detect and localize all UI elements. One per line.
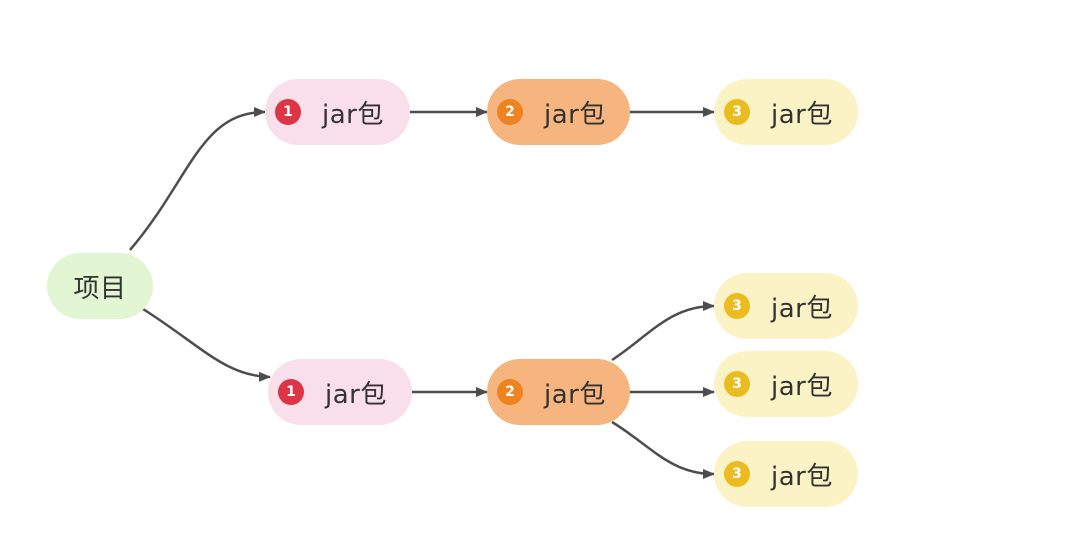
node-jar-level3-bottom-middle[interactable]: 3 jar包 xyxy=(714,351,858,417)
node-jar-level2-bottom[interactable]: 2 jar包 xyxy=(487,359,630,425)
node-label: jar包 xyxy=(325,379,387,410)
node-jar-level1-top[interactable]: 1 jar包 xyxy=(265,79,410,145)
node-label: jar包 xyxy=(771,99,833,130)
node-label: jar包 xyxy=(771,293,833,324)
badge-1-icon: 1 xyxy=(275,99,301,125)
badge-1-icon: 1 xyxy=(278,379,304,405)
node-label: jar包 xyxy=(771,371,833,402)
badge-2-icon: 2 xyxy=(497,379,523,405)
badge-3-icon: 3 xyxy=(724,461,750,487)
edge-bottom-jar2-to-jar3-lower xyxy=(611,420,715,479)
edge-root-to-bottom-jar xyxy=(142,307,271,382)
root-node-label: 项目 xyxy=(73,273,127,304)
badge-2-icon: 2 xyxy=(497,99,523,125)
edge-root-to-top-jar xyxy=(129,107,266,251)
badge-3-icon: 3 xyxy=(724,293,750,319)
node-jar-level2-top[interactable]: 2 jar包 xyxy=(487,79,630,145)
node-jar-level1-bottom[interactable]: 1 jar包 xyxy=(268,359,412,425)
badge-3-icon: 3 xyxy=(724,371,750,397)
node-jar-level3-bottom-lower[interactable]: 3 jar包 xyxy=(714,441,858,507)
edge-bottom-jar2-to-jar3-upper xyxy=(611,301,715,362)
root-node[interactable]: 项目 xyxy=(47,253,153,319)
node-label: jar包 xyxy=(544,99,606,130)
node-label: jar包 xyxy=(771,461,833,492)
badge-3-icon: 3 xyxy=(724,99,750,125)
node-label: jar包 xyxy=(544,379,606,410)
node-jar-level3-bottom-upper[interactable]: 3 jar包 xyxy=(714,273,858,339)
node-jar-level3-top[interactable]: 3 jar包 xyxy=(714,79,858,145)
node-label: jar包 xyxy=(322,99,384,130)
